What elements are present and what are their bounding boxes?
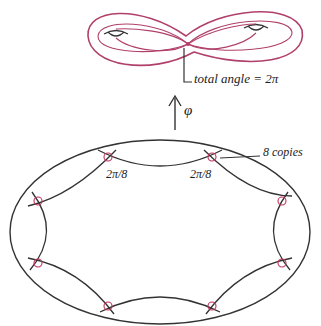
- arrow-head: [169, 96, 181, 106]
- octagon-sides: [28, 150, 292, 314]
- handle-hole: [244, 25, 268, 31]
- leader-line: [220, 156, 260, 158]
- annotation-label: 2π/8: [190, 168, 211, 181]
- curve-system: [98, 21, 292, 52]
- annotation-label: 8 copies: [263, 146, 303, 159]
- leader-line: [184, 48, 192, 82]
- disk-boundary: [10, 140, 310, 324]
- annotation-label: 2π/8: [106, 168, 127, 181]
- annotation-label: φ: [184, 102, 192, 119]
- annotation-label: total angle = 2π: [194, 72, 278, 86]
- cone-point: [186, 42, 190, 46]
- vertex-mark: [34, 153, 286, 310]
- surface-outline: [88, 12, 302, 66]
- map-arrow: [174, 98, 175, 130]
- handle-hole: [104, 31, 128, 37]
